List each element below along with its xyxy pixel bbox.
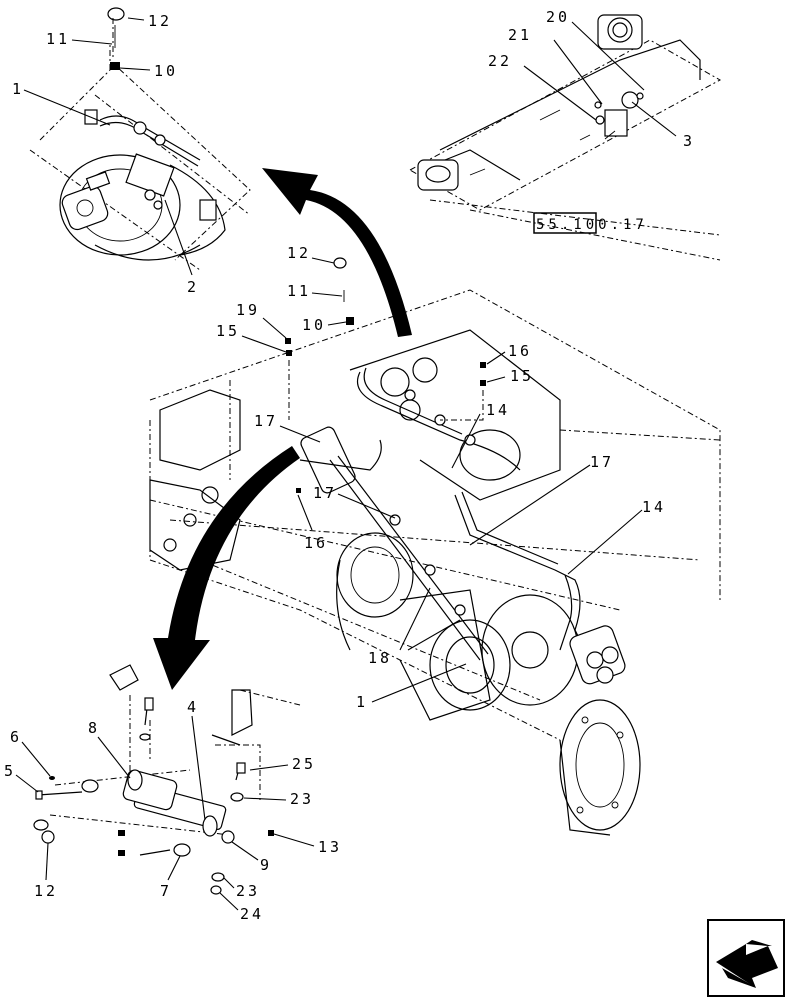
- callout-12-center: 12: [287, 244, 311, 262]
- callout-5: 5: [4, 762, 16, 780]
- callout-10-center: 10: [302, 316, 326, 334]
- callout-7: 7: [160, 882, 172, 900]
- callout-3-top-right: 3: [683, 132, 695, 150]
- arrow-to-bottom-left: [153, 446, 300, 690]
- callout-2-top-left: 2: [187, 278, 199, 296]
- callout-11-top-left: 11: [46, 30, 70, 48]
- detail-top-right: 20 21 22 3 55.100.17: [408, 8, 722, 261]
- callout-14-center-upper: 14: [486, 401, 510, 419]
- detail-center: 12 11 10 19 15 16 15 14 17 17 17 16 14 1…: [149, 244, 721, 836]
- callout-17-center-right: 17: [590, 453, 614, 471]
- callout-18: 18: [368, 649, 392, 667]
- callout-19: 19: [236, 301, 260, 319]
- callout-8: 8: [88, 719, 100, 737]
- callout-15-center-left: 15: [216, 322, 240, 340]
- reference-box: 55.100.17: [536, 217, 648, 233]
- callout-17-center-mid: 17: [313, 484, 337, 502]
- callout-1-center: 1: [356, 693, 368, 711]
- callout-13: 13: [318, 838, 342, 856]
- arrow-to-top-left: [262, 168, 412, 337]
- callout-15-center-right: 15: [510, 367, 534, 385]
- callout-17-center-upper: 17: [254, 412, 278, 430]
- callout-20: 20: [546, 8, 570, 26]
- detail-top-left: 12 11 10 1 2: [12, 7, 251, 296]
- callout-1-top-left: 1: [12, 80, 24, 98]
- callout-21: 21: [508, 26, 532, 44]
- callout-16-center-left: 16: [304, 534, 328, 552]
- callout-23-upper: 23: [290, 790, 314, 808]
- callout-16-center-right: 16: [508, 342, 532, 360]
- callout-12-bottom: 12: [34, 882, 58, 900]
- callout-10-top-left: 10: [154, 62, 178, 80]
- back-arrow-icon[interactable]: [707, 919, 785, 997]
- callout-25: 25: [292, 755, 316, 773]
- flow-arrows: [153, 168, 412, 690]
- callout-12-top-left: 12: [148, 12, 172, 30]
- callout-9: 9: [260, 856, 272, 874]
- callout-6: 6: [10, 728, 22, 746]
- callout-23-lower: 23: [236, 882, 260, 900]
- callout-14-center-right: 14: [642, 498, 666, 516]
- detail-bottom-left: 4 6 8 5 25 23 13 9 12 7 23 24: [4, 664, 342, 923]
- callout-11-center: 11: [287, 282, 311, 300]
- callout-22: 22: [488, 52, 512, 70]
- callout-4: 4: [187, 698, 199, 716]
- callout-24: 24: [240, 905, 264, 923]
